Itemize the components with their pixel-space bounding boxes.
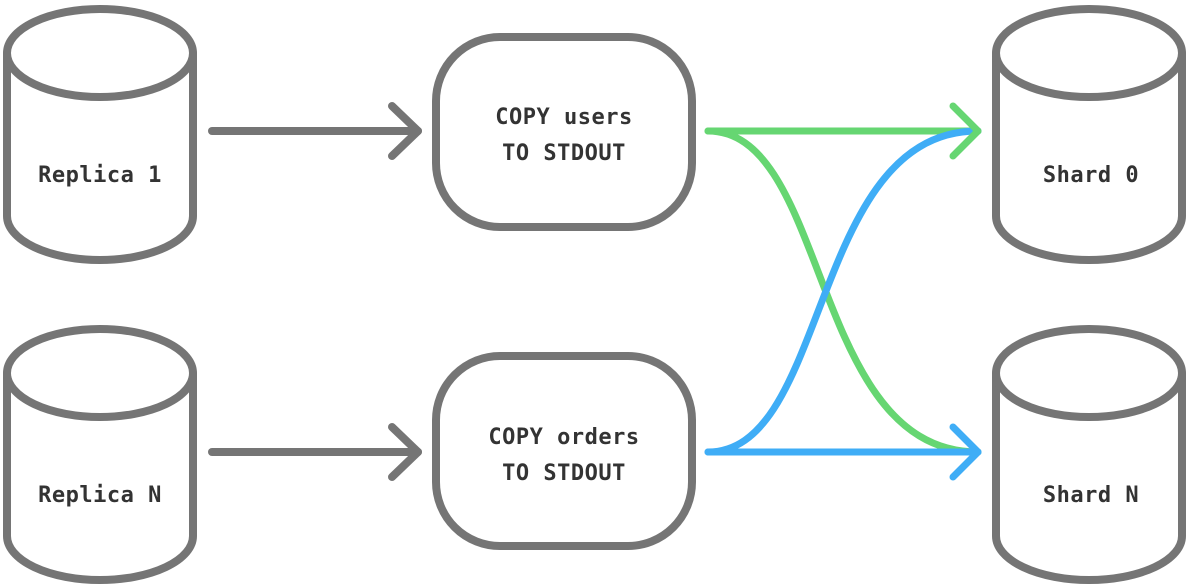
copy-users-line2: TO STDOUT [502,141,626,166]
arrow-replica-1-to-copy-users [208,102,422,160]
arrowhead-shard-n [949,423,982,481]
copy-users-line1: COPY users [495,105,632,130]
replica-n-cylinder-top [3,325,197,421]
flow-orders-to-shard-0 [704,127,982,456]
copy-orders-line2: TO STDOUT [502,461,626,486]
replica-1-cylinder-top [3,5,197,101]
arrow-replica-n-to-copy-orders [208,423,422,481]
shard-n-cylinder-top [992,325,1186,421]
arrowhead-shard-0 [949,102,982,160]
replica-n-database: Replica N [3,325,197,584]
replica-n-cylinder-body [3,369,197,584]
replica-n-label: Replica N [38,483,162,508]
shard-n-database: Shard N [992,325,1186,584]
shard-n-label: Shard N [1043,483,1139,508]
copy-users-step: COPY users TO STDOUT [432,33,696,231]
replica-1-label: Replica 1 [38,163,162,188]
shard-0-label: Shard 0 [1043,163,1139,188]
copy-orders-step: COPY orders TO STDOUT [432,352,696,550]
replica-1-cylinder-body [3,49,197,264]
copy-orders-line1: COPY orders [488,425,639,450]
shard-0-cylinder-body [992,49,1186,264]
replica-1-database: Replica 1 [3,5,197,264]
flow-users-to-shard-n [704,127,982,456]
shard-0-cylinder-top [992,5,1186,101]
shard-n-cylinder-body [992,369,1186,584]
shard-0-database: Shard 0 [992,5,1186,264]
copy-users-box [432,33,696,231]
copy-orders-box [432,352,696,550]
